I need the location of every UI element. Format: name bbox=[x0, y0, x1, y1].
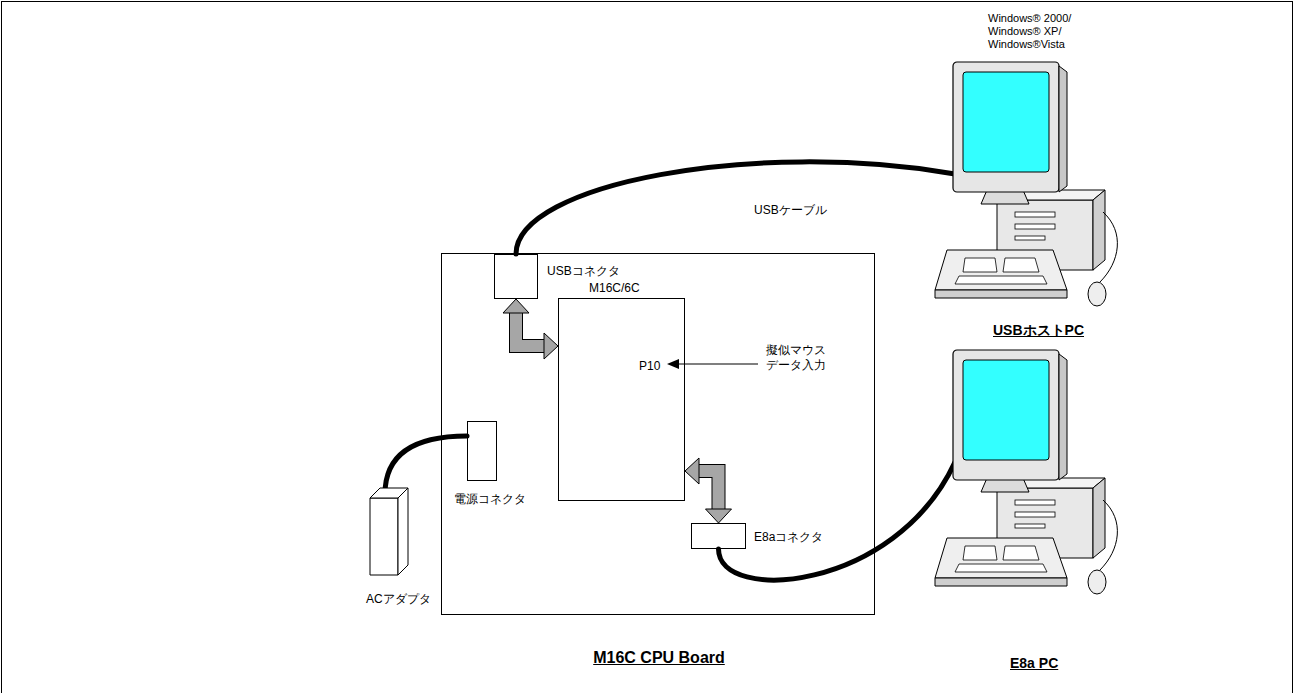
e8a-connector-label: E8aコネクタ bbox=[754, 530, 823, 544]
mcu-chip-label: P10 bbox=[639, 359, 660, 373]
cable bbox=[516, 162, 955, 254]
power-connector-label: 電源コネクタ bbox=[454, 492, 526, 506]
e8a-pc-label: E8a PC bbox=[1010, 655, 1058, 672]
bus-body bbox=[516, 312, 545, 346]
usb-host-pc: Windows® 2000/ Windows® XP/ Windows®Vist… bbox=[935, 62, 1110, 307]
usb-host-pc-figure bbox=[935, 62, 1110, 307]
cable bbox=[719, 462, 956, 580]
cpu-board-label: M16C CPU Board bbox=[442, 648, 876, 667]
arrow-head bbox=[685, 458, 699, 484]
arrow-head bbox=[706, 509, 732, 523]
usb-connector-label: USBコネクタ bbox=[547, 264, 620, 278]
bus-outline bbox=[516, 312, 545, 346]
mcu-chip-label: M16C/6C bbox=[589, 281, 640, 295]
input-arrow-line bbox=[676, 363, 758, 364]
usb-host-pc-label: USBホストPC bbox=[993, 322, 1084, 339]
bus-arrow bbox=[503, 299, 558, 359]
e8a-pc: E8a PC bbox=[935, 350, 1110, 595]
signal-note: 擬似マウス データ入力 bbox=[766, 343, 836, 373]
usb-connector: USBコネクタ bbox=[494, 254, 538, 299]
cable-line bbox=[719, 462, 956, 580]
cable-line bbox=[516, 162, 955, 254]
cable-label: USBケーブル bbox=[752, 203, 829, 218]
e8a-connector: E8aコネクタ bbox=[691, 523, 746, 549]
bus-arrow bbox=[685, 458, 732, 523]
ac-adapter: ACアダプタ bbox=[370, 488, 408, 575]
cable bbox=[385, 436, 467, 494]
ac-adapter-label: ACアダプタ bbox=[366, 592, 431, 606]
cpu-board: M16C CPU BoardUSBコネクタM16C/6CP10電源コネクタE8a… bbox=[441, 253, 875, 615]
e8a-pc-figure bbox=[935, 350, 1110, 595]
ac-adapter-figure bbox=[370, 488, 408, 575]
bus-outline bbox=[698, 471, 719, 510]
input-arrow-head bbox=[667, 359, 679, 369]
power-connector: 電源コネクタ bbox=[467, 421, 497, 481]
mcu-chip: M16C/6CP10 bbox=[558, 298, 685, 501]
cable-line bbox=[385, 436, 467, 494]
arrow-head bbox=[503, 299, 529, 313]
arrow-head bbox=[544, 333, 558, 359]
bus-body bbox=[698, 471, 719, 510]
usb-host-pc-label: Windows® 2000/ Windows® XP/ Windows®Vist… bbox=[988, 12, 1078, 51]
